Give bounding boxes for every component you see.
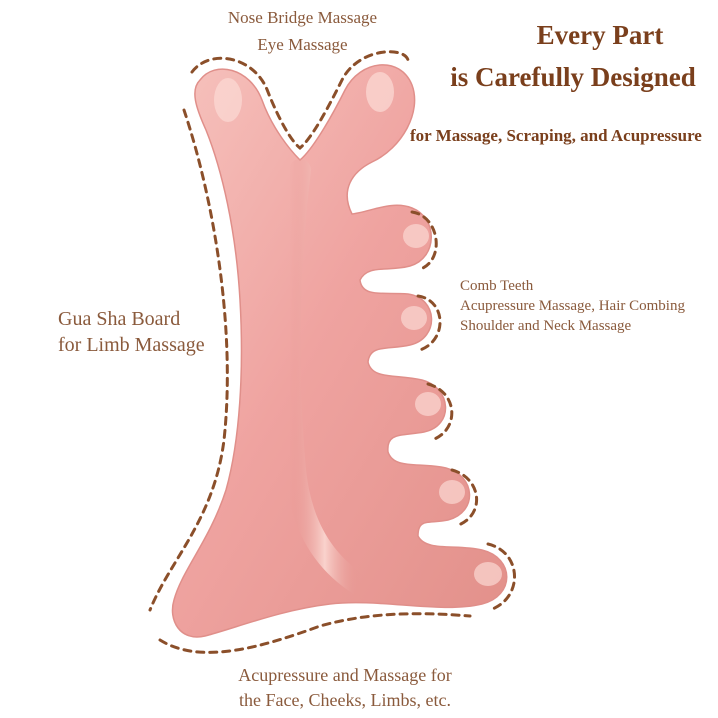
label-bottom-line-1: Acupressure and Massage for — [238, 665, 452, 685]
heading-line-1: Every Part — [536, 20, 664, 50]
dash-nose-eye — [190, 50, 410, 150]
heading-subtitle: for Massage, Scraping, and Acupressure — [410, 126, 702, 145]
label-bottom-line-2: the Face, Cheeks, Limbs, etc. — [239, 690, 451, 710]
label-comb-line-1: Acupressure Massage, Hair Combing — [460, 298, 685, 314]
dash-limb-board — [148, 108, 229, 612]
right-prong-highlight — [366, 72, 394, 112]
tooth-2-highlight — [401, 306, 427, 330]
dash-bottom-edge — [158, 612, 472, 654]
tooth-3-highlight — [415, 392, 441, 416]
label-comb-line-2: Shoulder and Neck Massage — [460, 318, 632, 334]
heading-line-2: is Carefully Designed — [450, 62, 696, 92]
tooth-5-highlight — [474, 562, 502, 586]
label-eye: Eye Massage — [257, 35, 348, 54]
label-board-line-1: Gua Sha Board — [58, 308, 181, 330]
tool-ridge-highlight — [278, 159, 371, 596]
tooth-1-highlight — [403, 224, 429, 248]
left-prong-highlight — [214, 78, 242, 122]
dash-comb-teeth — [410, 210, 516, 612]
gua-sha-tool — [171, 64, 508, 638]
tooth-4-highlight — [439, 480, 465, 504]
label-board-line-2: for Limb Massage — [58, 334, 205, 356]
label-nose-bridge: Nose Bridge Massage — [227, 8, 378, 27]
label-comb-title: Comb Teeth — [460, 278, 534, 294]
